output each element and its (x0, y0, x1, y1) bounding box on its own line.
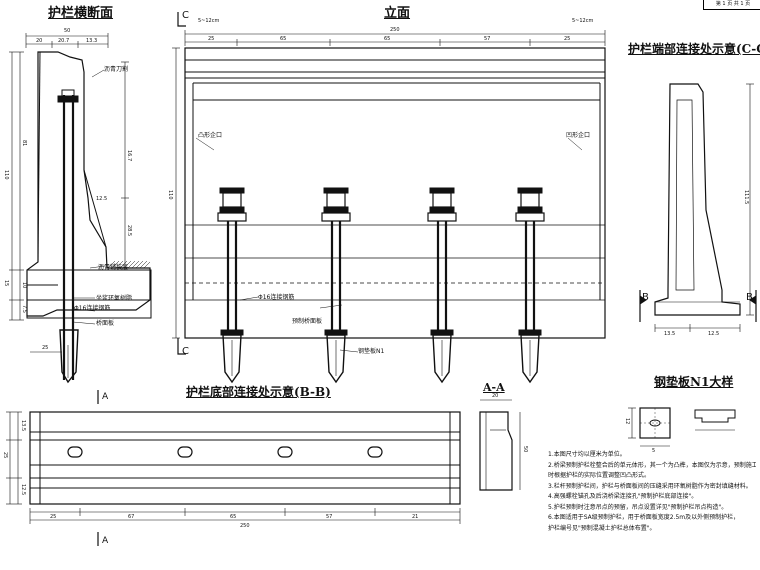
title-section: 护栏横断面 (48, 6, 114, 21)
dim-sec-h6: 7.5 (21, 305, 27, 313)
dim-sec-bot: 25 (42, 345, 49, 351)
label-grout: 坐浆环氧树脂 (96, 295, 133, 302)
dim-bot-h1: 13.5 (20, 420, 26, 432)
dim-bot-d1: 25 (50, 514, 57, 520)
note-line: 5.护栏预制时注意吊点的预留，吊点设置详见"预制护栏吊点构造"。 (548, 503, 728, 511)
bottom-connection-plan (6, 390, 461, 546)
dim-sec-top-b: 20.7 (58, 38, 70, 44)
label-cut-c-top: C (182, 10, 189, 21)
dim-sec-h3: 28.5 (126, 225, 132, 237)
sheet-number: 第 1 页 共 1 页 (703, 0, 760, 10)
slot-hole (67, 446, 83, 458)
dim-elev-d1: 25 (208, 36, 215, 42)
dim-elev-d6: 25 (564, 36, 571, 42)
plate-hole (649, 419, 661, 427)
dim-bot-h3: 12.5 (20, 484, 26, 496)
anchor-bolt (515, 187, 545, 384)
dim-bot-total: 250 (240, 523, 250, 529)
dim-bot-d3: 65 (230, 514, 237, 520)
label-right-cut: 凹形企口 (566, 132, 591, 139)
dim-bot-d4: 57 (326, 514, 333, 520)
dim-sec-h2: 16.7 (126, 150, 132, 162)
label-cut-a-top: A (102, 392, 109, 402)
label-left-cut: 凸形企口 (198, 132, 223, 139)
label-anchor: Φ16连接钢筋 (74, 305, 111, 312)
label-elev-steel: 钢垫板N1 (358, 348, 385, 355)
anchor-bolt-groups (217, 187, 545, 384)
design-notes: 1.本图尺寸均以厘米为单位。 2.桥梁预制护栏栓整合后的单元体形，其一个为凸榫，… (548, 450, 756, 534)
slot-hole (367, 446, 383, 458)
steel-plate-n1-detail (628, 407, 736, 447)
note-line: 护栏编号见"预制混凝土护栏总体布置"。 (548, 524, 656, 532)
dim-plate-a: 12 (624, 418, 630, 425)
label-pad: 沥青刀割 (104, 66, 129, 73)
anchor-bolt (427, 187, 457, 384)
dim-sec-top-a: 20 (36, 38, 43, 44)
label-cut-b-left: B (642, 292, 649, 303)
dim-aa-h: 50 (522, 446, 528, 453)
label-elev-anchor: Φ16连接钢筋 (258, 294, 295, 301)
anchor-bolt (217, 187, 247, 384)
dim-sec-top: 50 (64, 28, 71, 34)
dim-elev-h: 110 (167, 190, 173, 200)
slot-hole (277, 446, 293, 458)
note-line: 6.本图适用于SA级预制护栏，用于桥面板宽度2.5m及以外侧预制护栏， (548, 514, 740, 521)
dim-bot-h2: 25 (2, 452, 8, 459)
title-plate: 钢垫板N1大样 (654, 375, 734, 389)
label-cut-c-bottom: C (182, 346, 189, 357)
label-drain: 沥青铺装层 (98, 264, 129, 271)
title-section-aa: A-A (483, 381, 505, 394)
dim-sec-h5: 10 (21, 282, 27, 289)
dim-sec-h4: 15 (3, 280, 9, 287)
dim-sec-side: 12.5 (96, 196, 108, 202)
dim-elev-d3: 65 (384, 36, 391, 42)
dim-sec-height: 110 (3, 170, 9, 180)
end-connection-section (639, 83, 757, 332)
bolt-holes (67, 419, 661, 458)
dim-elev-right-w: 5~12cm (572, 18, 594, 24)
label-cut-b-right: B (746, 292, 753, 303)
dim-plate-b: 5 (652, 448, 656, 454)
note-line: 1.本图尺寸均以厘米为单位。 (548, 451, 626, 458)
title-elevation: 立面 (384, 6, 411, 21)
dim-end-h: 111.5 (743, 190, 749, 205)
dim-elev-total: 250 (390, 27, 400, 33)
dim-end-b1: 13.5 (664, 331, 676, 337)
dim-sec-top-c: 13.3 (86, 38, 98, 44)
label-cut-a-bottom: A (102, 536, 109, 546)
dim-end-b2: 12.5 (708, 331, 720, 337)
note-line: 时根据护栏的实际位置调整凹凸形式。 (548, 472, 651, 479)
slot-hole (177, 446, 193, 458)
dim-aa-w: 20 (492, 393, 499, 399)
dim-bot-d2: 67 (128, 514, 135, 520)
note-line: 3.栏杆预制护栏间，护栏与桥面板间的压缝采用环氧树脂作为密封填缝材料。 (548, 482, 752, 490)
dim-elev-d2: 65 (280, 36, 287, 42)
dim-sec-h1: 81 (21, 140, 27, 147)
title-end-connection: 护栏端部连接处示意(C-C) (628, 42, 760, 56)
note-line: 2.桥梁预制护栏栓整合后的单元体形，其一个为凸榫，本图仅为示意，预制施工 (548, 461, 756, 469)
dim-elev-left-w: 5~12cm (198, 18, 220, 24)
dim-elev-d4: 57 (484, 36, 491, 42)
dim-bot-d6: 21 (412, 514, 419, 520)
note-line: 4.高强螺栓锚孔及后浇桥梁连接孔"预制护栏底部连接"。 (548, 493, 698, 500)
guardrail-cross-section (9, 33, 152, 384)
section-a-a (479, 399, 521, 491)
label-elev-plate: 预制桥面板 (292, 318, 323, 325)
title-bottom-connection: 护栏底部连接处示意(B-B) (186, 385, 331, 399)
anchor-bolt (321, 187, 351, 384)
label-bridge: 桥面板 (96, 320, 115, 327)
